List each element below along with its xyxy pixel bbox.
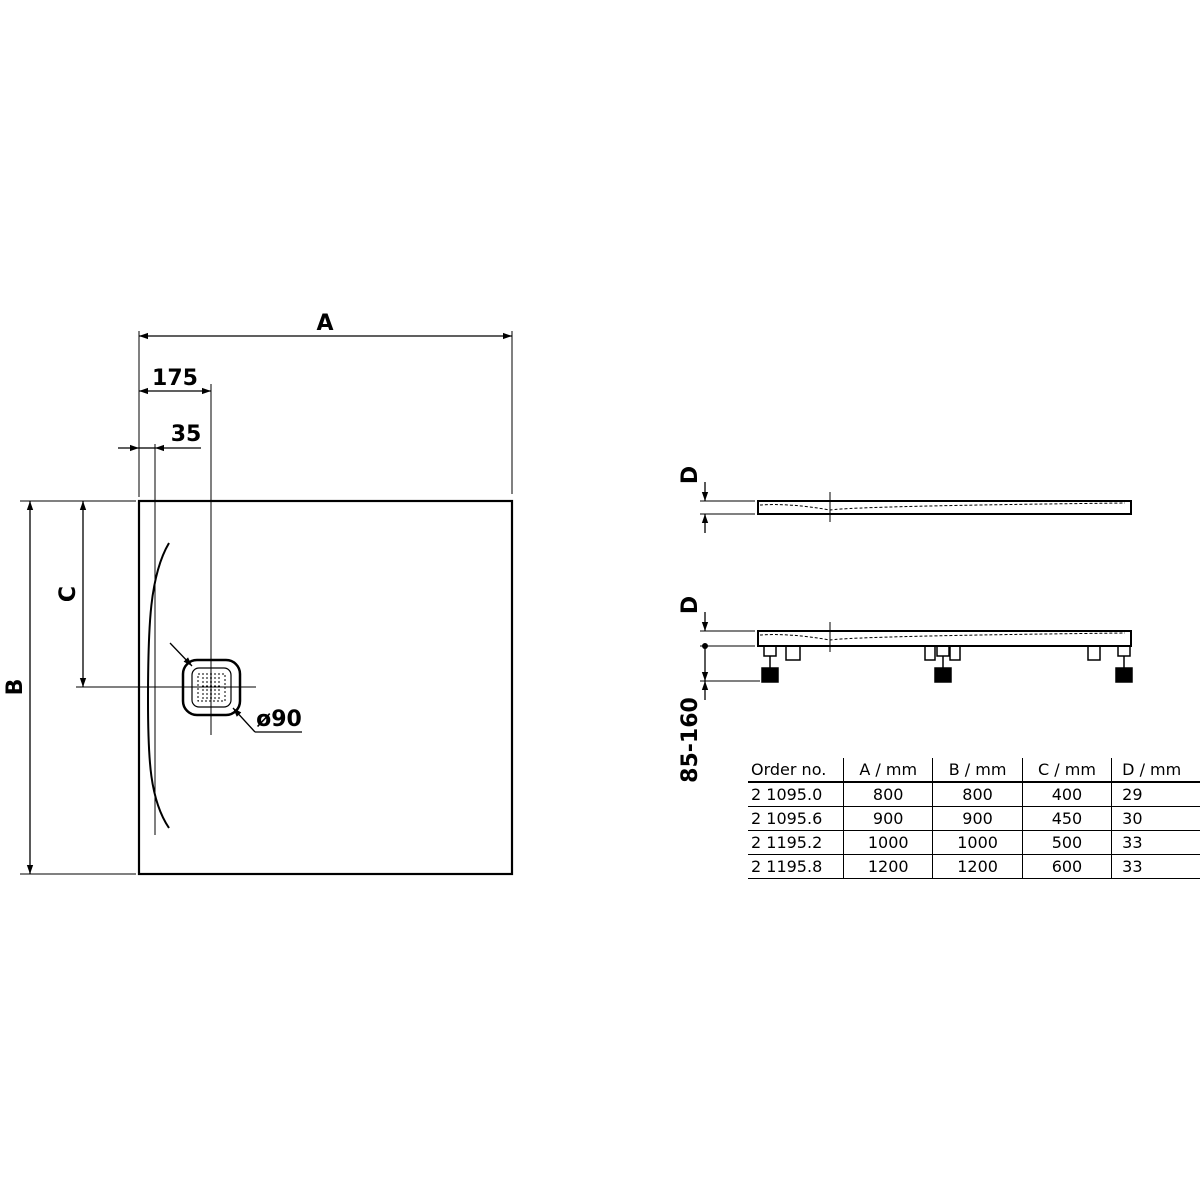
drain-leader-upper xyxy=(169,642,193,667)
dim-b-label: B xyxy=(3,679,28,696)
col-header-c: C / mm xyxy=(1021,758,1112,783)
dim-175-label: 175 xyxy=(152,366,198,391)
table-cell: 900 xyxy=(932,806,1023,831)
table-cell: 800 xyxy=(843,782,933,807)
table-cell: 1200 xyxy=(932,854,1023,879)
table-cell: 29 xyxy=(1111,782,1200,807)
dim-d-bottom-label: D xyxy=(678,596,703,614)
order-no-cell: 2 1095.6 xyxy=(748,806,844,831)
dim-leg-height-label: 85-160 xyxy=(678,697,703,783)
drain-leader-lower xyxy=(232,707,256,733)
table-cell: 1200 xyxy=(843,854,933,879)
side-view-with-legs xyxy=(700,612,1133,700)
dim-35-label: 35 xyxy=(171,422,202,447)
col-header-b: B / mm xyxy=(932,758,1023,783)
col-header-d: D / mm xyxy=(1111,758,1200,783)
dimensions-table: Order no. A / mm B / mm C / mm D / mm 2 … xyxy=(748,758,1200,879)
table-cell: 33 xyxy=(1111,854,1200,879)
table-cell: 500 xyxy=(1021,830,1112,855)
dim-a-label: A xyxy=(316,311,333,336)
table-cell: 900 xyxy=(843,806,933,831)
table-cell: 1000 xyxy=(932,830,1023,855)
table-cell: 400 xyxy=(1021,782,1112,807)
plan-view xyxy=(20,331,514,876)
table-cell: 33 xyxy=(1111,830,1200,855)
tray-channel-curve xyxy=(146,542,170,829)
dim-c-label: C xyxy=(56,586,81,602)
dim-drain-label: ø90 xyxy=(256,707,302,732)
table-row: 2 1195.8 1200 1200 600 33 xyxy=(748,854,1200,879)
table-cell: 30 xyxy=(1111,806,1200,831)
leg-middle xyxy=(934,645,952,683)
table-row: 2 1095.6 900 900 450 30 xyxy=(748,806,1200,831)
table-cell: 800 xyxy=(932,782,1023,807)
table-cell: 600 xyxy=(1021,854,1112,879)
dim-d-top-label: D xyxy=(678,466,703,484)
table-row: 2 1095.0 800 800 400 29 xyxy=(748,782,1200,807)
table-header-row: Order no. A / mm B / mm C / mm D / mm xyxy=(748,758,1200,783)
order-no-cell: 2 1195.2 xyxy=(748,830,844,855)
table-cell: 1000 xyxy=(843,830,933,855)
order-no-cell: 2 1095.0 xyxy=(748,782,844,807)
leg-left xyxy=(761,645,779,683)
col-header-a: A / mm xyxy=(843,758,933,783)
col-header-order-no: Order no. xyxy=(748,758,844,783)
leg-right xyxy=(1115,645,1133,683)
side-view-flat xyxy=(700,482,1132,533)
table-row: 2 1195.2 1000 1000 500 33 xyxy=(748,830,1200,855)
table-cell: 450 xyxy=(1021,806,1112,831)
order-no-cell: 2 1195.8 xyxy=(748,854,844,879)
